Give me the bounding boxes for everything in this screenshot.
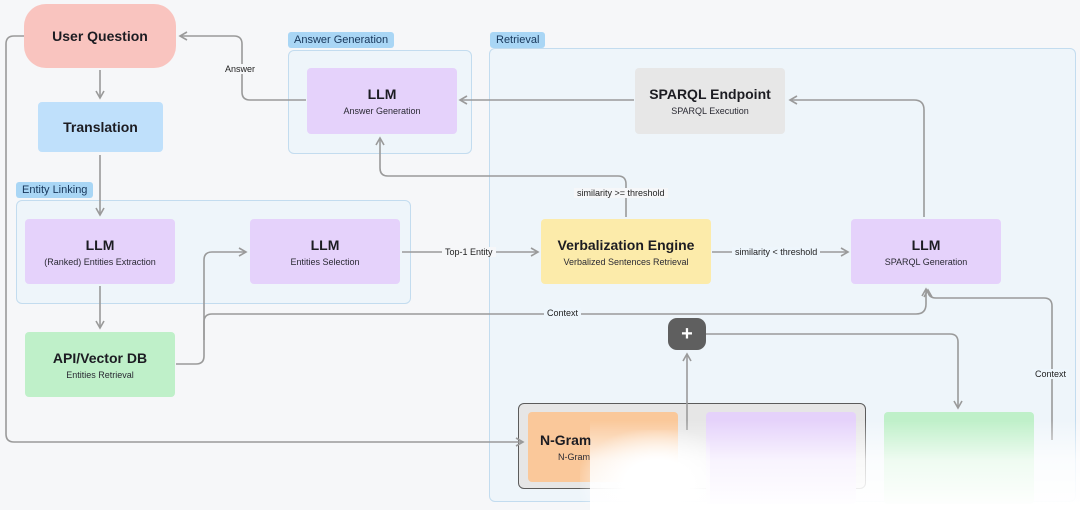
edge-question-ngram <box>5 35 525 447</box>
api-vector-db-node: API/Vector DB Entities Retrieval <box>25 332 175 397</box>
llm-sparql-subtitle: SPARQL Generation <box>884 256 968 267</box>
sparql-endpoint-subtitle: SPARQL Execution <box>671 106 749 116</box>
retrieval-group-tag: Retrieval <box>490 32 546 48</box>
verbalization-engine-title: Verbalization Engine <box>557 236 695 253</box>
bottom-fade-spot <box>580 430 710 504</box>
llm-answer-title: LLM <box>367 86 397 102</box>
llm-selection-subtitle: Entities Selection <box>290 256 360 267</box>
hidden-purple-node <box>706 412 856 504</box>
user-question-node: User Question <box>24 4 176 68</box>
llm-sparql-node: LLM SPARQL Generation <box>851 219 1001 284</box>
verbalization-engine-subtitle: Verbalized Sentences Retrieval <box>563 256 689 267</box>
translation-node: Translation <box>38 102 163 152</box>
llm-answer-subtitle: Answer Generation <box>343 106 421 116</box>
edge-db-selection <box>176 247 248 365</box>
edge-label-similarity-ge: similarity >= threshold <box>574 188 668 198</box>
edge-plus-green <box>706 333 963 410</box>
edge-verbalization-answer <box>375 136 627 217</box>
hidden-green-node <box>884 412 1034 504</box>
plus-node: + <box>668 318 706 350</box>
api-vector-db-subtitle: Entities Retrieval <box>66 369 134 380</box>
llm-extraction-subtitle: (Ranked) Entities Extraction <box>44 256 156 267</box>
edge-context-right <box>923 288 1053 440</box>
edge-label-context-right: Context <box>1032 369 1070 379</box>
llm-answer-node: LLM Answer Generation <box>307 68 457 134</box>
api-vector-db-title: API/Vector DB <box>52 349 148 366</box>
translation-title: Translation <box>63 119 138 135</box>
edge-label-top1: Top-1 Entity <box>442 247 496 257</box>
user-question-title: User Question <box>52 28 148 44</box>
ngram-title: N-Gram <box>540 432 592 448</box>
llm-selection-node: LLM Entities Selection <box>250 219 400 284</box>
sparql-endpoint-title: SPARQL Endpoint <box>649 86 771 102</box>
edge-label-similarity-lt: similarity < threshold <box>732 247 821 257</box>
entity-linking-group-tag: Entity Linking <box>16 182 94 198</box>
answer-generation-group-tag: Answer Generation <box>288 32 395 48</box>
verbalization-engine-node: Verbalization Engine Verbalized Sentence… <box>541 219 711 284</box>
sparql-endpoint-node: SPARQL Endpoint SPARQL Execution <box>635 68 785 134</box>
edge-sparql-endpoint <box>788 95 925 217</box>
edge-label-answer: Answer <box>222 64 259 74</box>
plus-symbol: + <box>681 322 693 345</box>
ngram-subtitle: N-Gram <box>558 452 590 462</box>
llm-selection-title: LLM <box>310 236 340 253</box>
edge-label-context-mid: Context <box>544 308 582 318</box>
llm-extraction-node: LLM (Ranked) Entities Extraction <box>25 219 175 284</box>
llm-sparql-title: LLM <box>911 236 941 253</box>
llm-extraction-title: LLM <box>85 236 115 253</box>
